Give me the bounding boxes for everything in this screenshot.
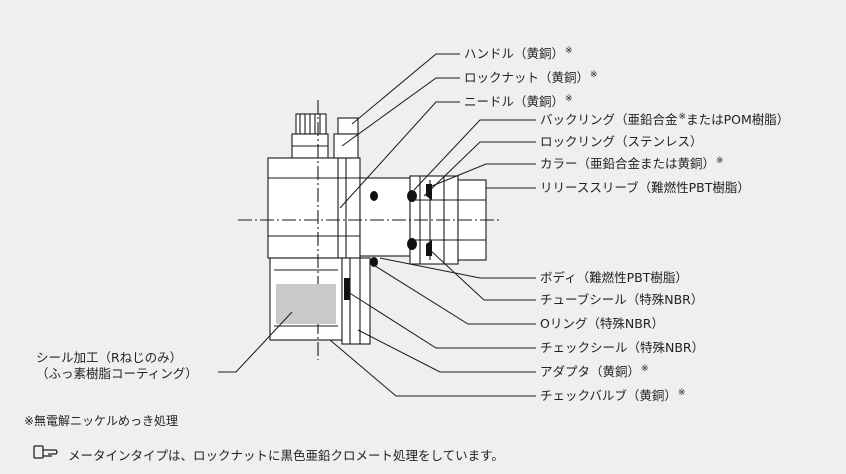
memo-text: メータインタイプは、ロックナットに黒色亜鉛クロメート処理をしています。 [68,448,504,463]
label-lock-ring: ロックリング（ステンレス） [540,134,703,149]
seal-coating-area [276,284,336,324]
label-back-ring: バックリング（亜鉛合金※またはPOM樹脂） [540,112,790,127]
leader-lines [218,53,536,397]
label-body: ボディ（難燃性PBT樹脂） [540,270,688,285]
label-adapter: アダプタ（黄銅）※ [540,364,649,379]
label-seal-coating-line1: シール加工（Rねじのみ） [36,350,183,365]
label-needle: ニードル（黄銅）※ [464,94,573,109]
seal-parts [344,184,432,300]
label-check-valve: チェックバルブ（黄銅）※ [540,388,686,403]
label-tube-seal: チューブシール（特殊NBR） [540,292,704,307]
body-part [267,157,411,259]
label-check-seal: チェックシール（特殊NBR） [540,340,705,355]
label-release-sleeve: リリーススリーブ（難燃性PBT樹脂） [540,180,750,195]
label-collar: カラー（亜鉛合金または黄銅）※ [540,156,724,171]
pointing-hand-icon [33,445,58,459]
label-o-ring: Oリング（特殊NBR） [540,316,664,331]
label-lock-nut: ロックナット（黄銅）※ [464,70,598,85]
lock-nut-part [291,133,359,159]
handle-part [295,113,359,135]
label-seal-coating-line2: （ふっ素樹脂コーティング） [36,366,198,381]
label-handle: ハンドル（黄銅）※ [464,46,573,61]
footnote: ※無電解ニッケルめっき処理 [24,414,179,428]
